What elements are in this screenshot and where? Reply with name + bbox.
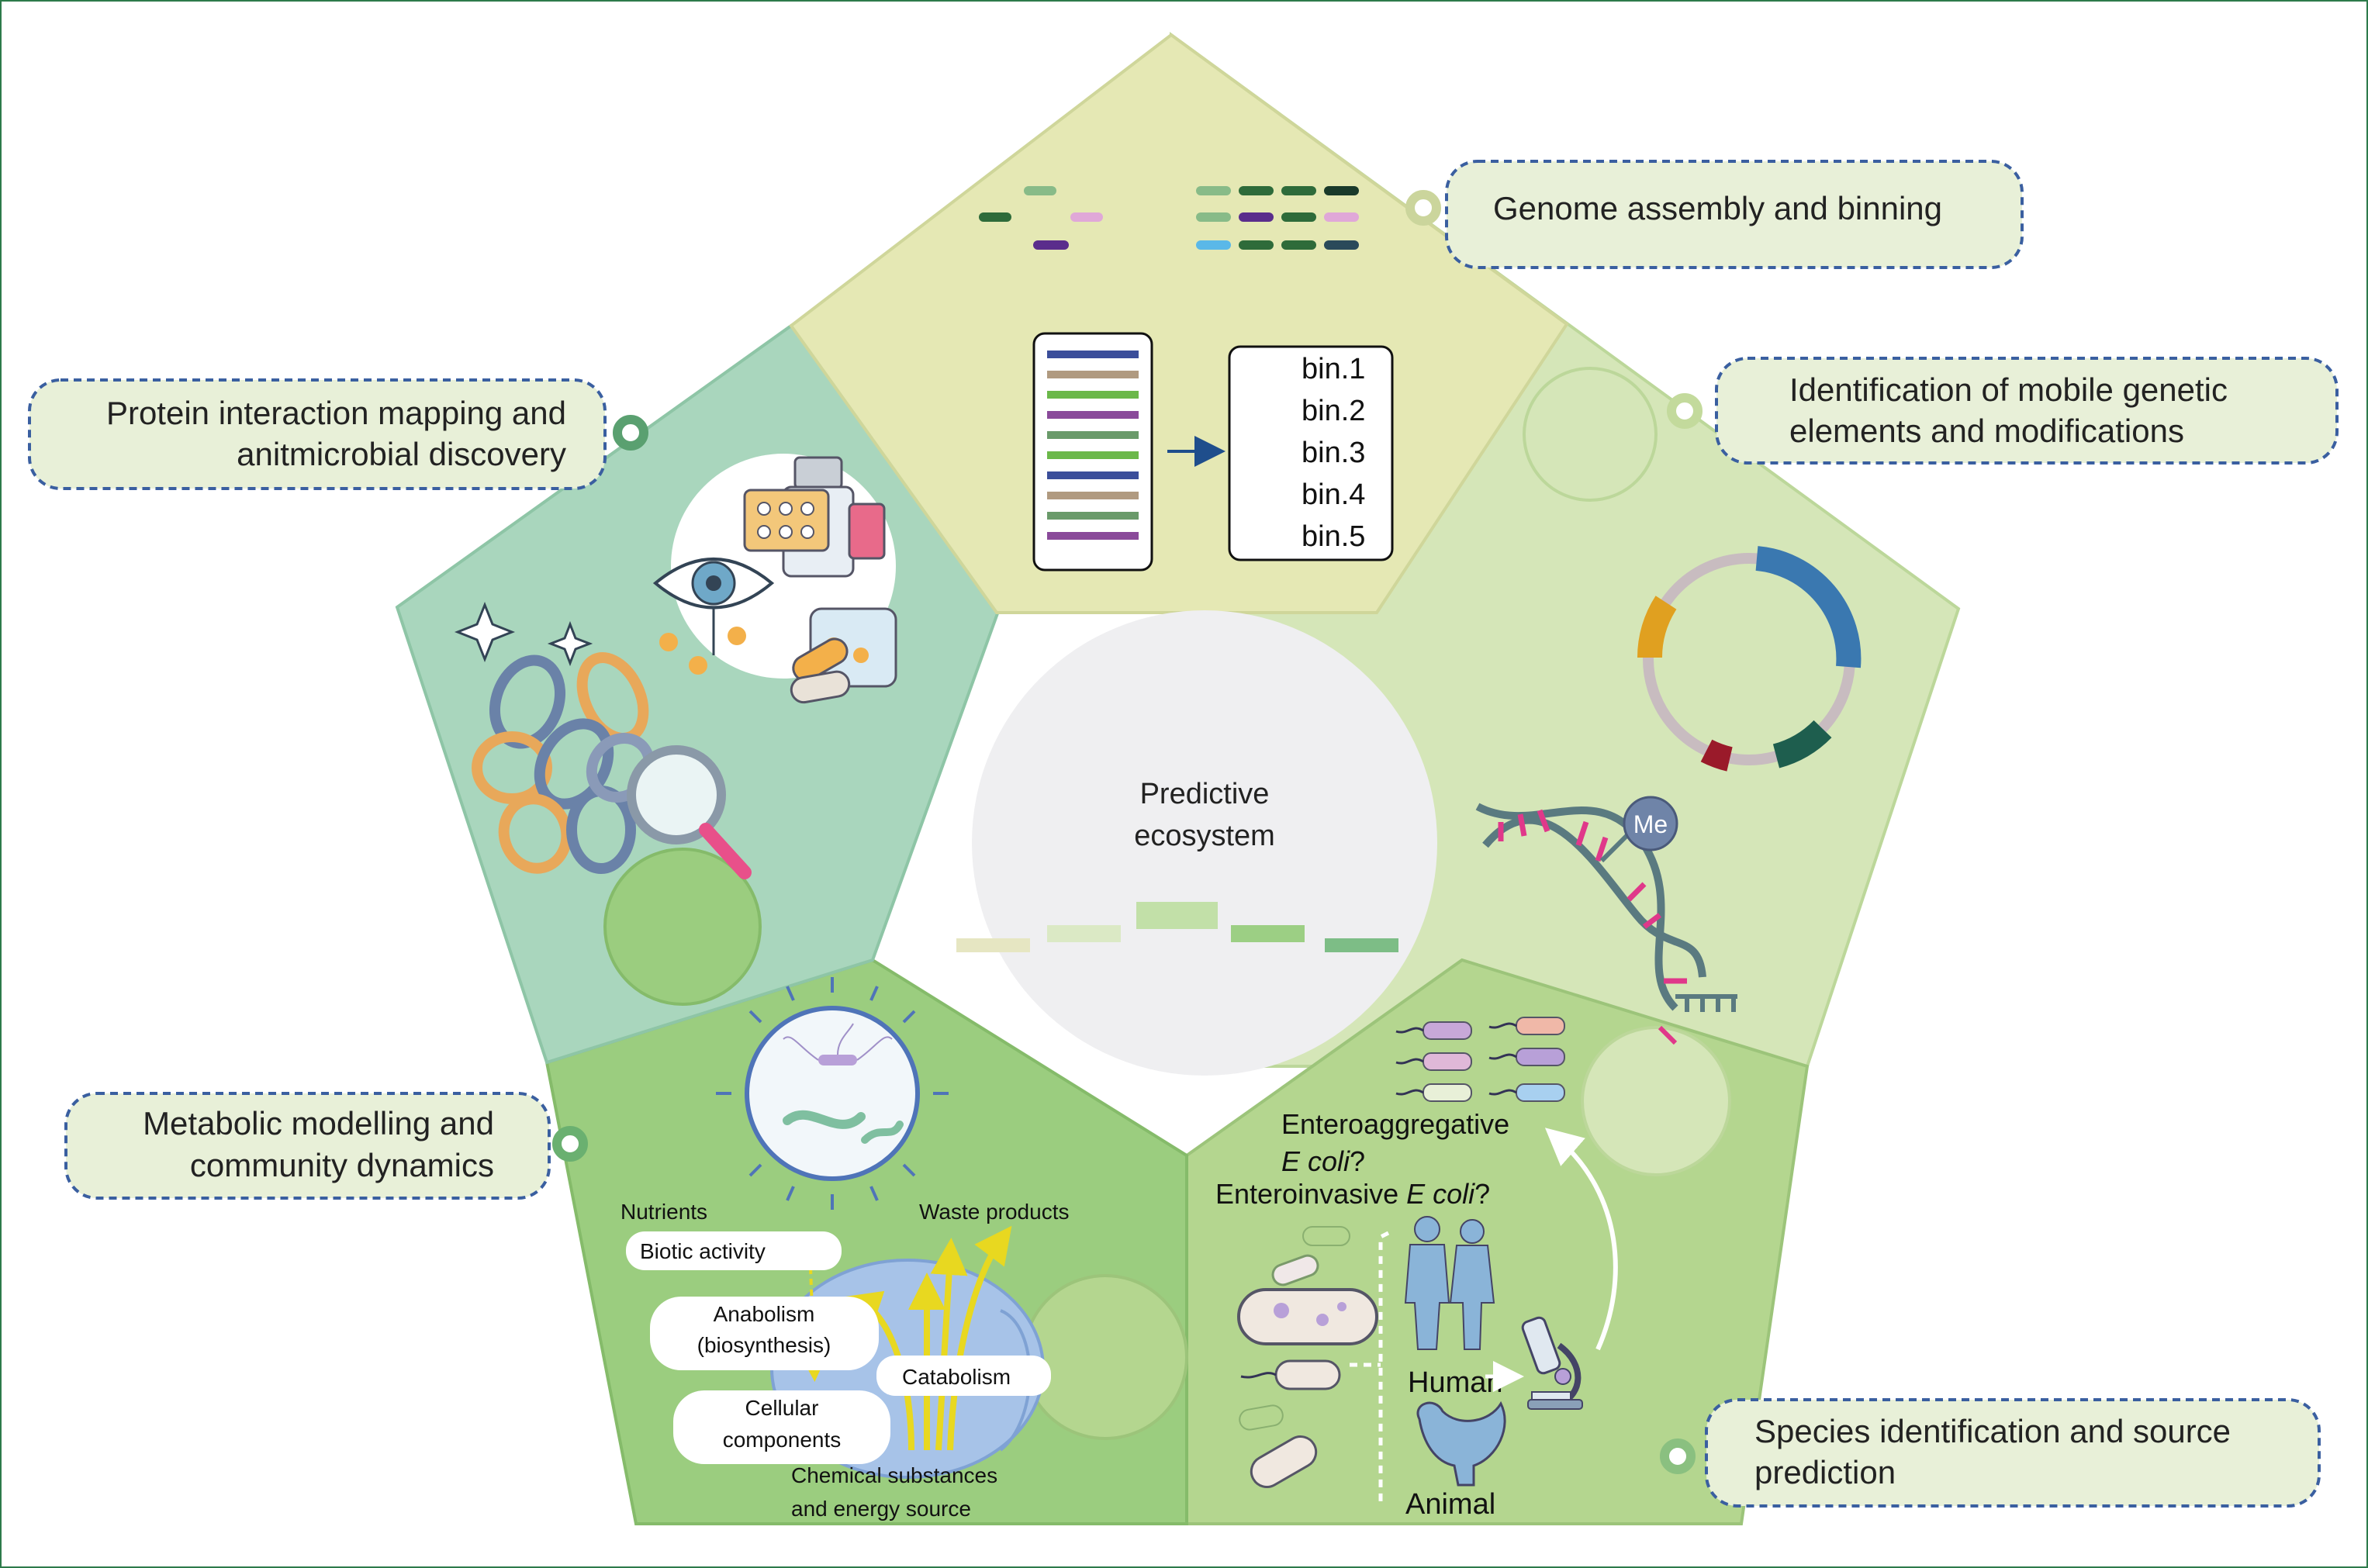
svg-text:components: components: [723, 1428, 842, 1452]
svg-text:anitmicrobial discovery: anitmicrobial discovery: [237, 436, 566, 472]
svg-text:Genome assembly and binning: Genome assembly and binning: [1493, 190, 1942, 226]
svg-text:Catabolism: Catabolism: [902, 1365, 1011, 1389]
chemical-substances-label: Chemical substances: [791, 1463, 997, 1487]
contig-stack: [1032, 332, 1153, 572]
microscope-icon: [1521, 1316, 1583, 1410]
svg-text:Anabolism: Anabolism: [714, 1302, 815, 1326]
piece-species-identification: [1185, 958, 1810, 1525]
bin-label: bin.2: [1302, 395, 1365, 427]
animal-label: Animal: [1405, 1488, 1495, 1521]
svg-text:prediction: prediction: [1754, 1454, 1896, 1490]
drug-discovery-icon: [652, 454, 897, 704]
svg-text:Metabolic modelling and: Metabolic modelling and: [143, 1105, 494, 1141]
methylated-dna-icon: Me: [1475, 796, 1737, 1045]
center-label-line1: Predictive: [1140, 778, 1270, 810]
callout-species-identification: Species identification and source predic…: [1660, 1398, 2321, 1508]
human-label: Human: [1408, 1366, 1503, 1399]
enteroinvasive-label: Enteroinvasive E coli?: [1215, 1178, 1490, 1210]
anabolism-box: Anabolism (biosynthesis): [650, 1297, 879, 1370]
svg-text:Identification of mobile genet: Identification of mobile genetic: [1789, 371, 2228, 408]
svg-text:Species identification and sou: Species identification and source: [1754, 1413, 2231, 1449]
bacteria-strains-icon: [1395, 1017, 1565, 1102]
microbe-community-icon: [716, 977, 949, 1210]
predictive-bars: [956, 902, 1398, 952]
biotic-activity-box: Biotic activity: [626, 1231, 842, 1270]
center-disc: [972, 610, 1437, 1076]
callout-metabolic-modelling: Metabolic modelling and community dynami…: [64, 1092, 588, 1200]
svg-text:elements and modifications: elements and modifications: [1789, 413, 2184, 449]
callout-genome-assembly: Genome assembly and binning: [1405, 160, 2024, 269]
bin-label: bin.3: [1302, 437, 1365, 469]
svg-text:Protein interaction mapping an: Protein interaction mapping and: [106, 395, 566, 431]
source-bracket: [1378, 1231, 1390, 1504]
eaec-species-label: E coli?: [1281, 1145, 1365, 1177]
bin-label: bin.4: [1302, 478, 1365, 511]
isolates-icon: [1237, 1226, 1378, 1488]
callout-mobile-elements: Identification of mobile genetic element…: [1667, 357, 2339, 465]
callout-protein-interaction: Protein interaction mapping and anitmicr…: [28, 378, 648, 490]
plasmid-ring: [1637, 546, 1862, 772]
bin-label: bin.5: [1302, 520, 1365, 553]
methyl-label: Me: [1633, 810, 1668, 838]
chicken-icon: [1416, 1400, 1506, 1487]
svg-text:community dynamics: community dynamics: [190, 1147, 494, 1183]
enteroaggregative-label: Enteroaggregative: [1281, 1108, 1509, 1140]
svg-text:Biotic activity: Biotic activity: [640, 1239, 766, 1263]
protein-tangle-icon: [454, 601, 752, 879]
cellular-components-box: Cellular components: [673, 1390, 890, 1464]
catabolism-box: Catabolism: [876, 1356, 1051, 1396]
energy-source-label: and energy source: [791, 1497, 971, 1521]
prediction-arrow: [1544, 1128, 1618, 1351]
bin-list: bin.1 bin.2 bin.3 bin.4 bin.5: [1228, 345, 1394, 561]
waste-products-label: Waste products: [919, 1200, 1069, 1224]
center-label-line2: ecosystem: [1134, 820, 1275, 852]
nutrients-label: Nutrients: [621, 1200, 707, 1224]
sequence-reads: [979, 186, 1359, 250]
svg-text:(biosynthesis): (biosynthesis): [697, 1333, 831, 1357]
svg-text:Cellular: Cellular: [745, 1396, 819, 1420]
human-icon: [1404, 1216, 1495, 1350]
bin-label: bin.1: [1302, 353, 1365, 385]
